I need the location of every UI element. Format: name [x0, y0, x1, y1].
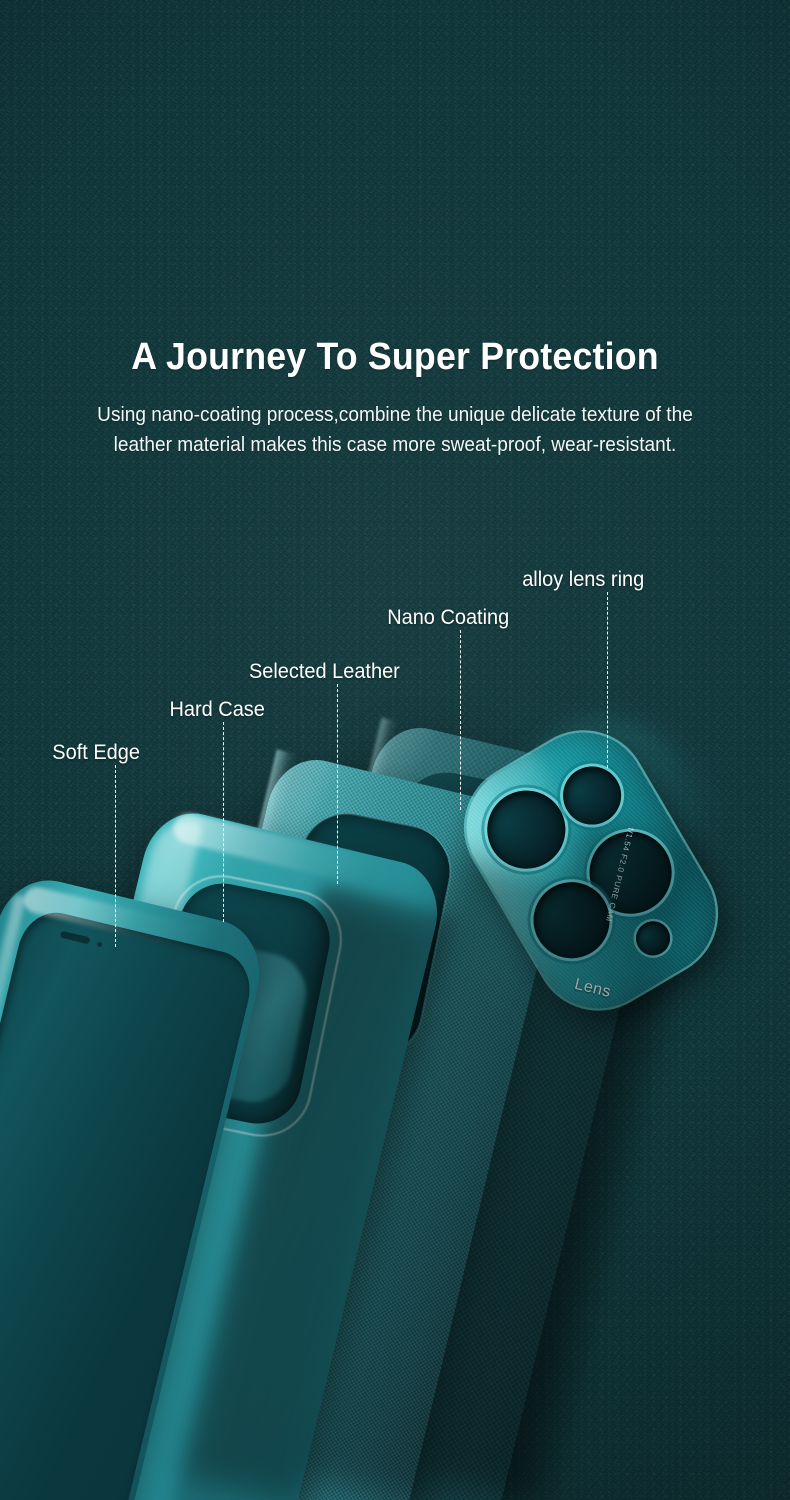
callout-label-alloy-lens-ring: alloy lens ring	[522, 568, 645, 591]
callout-label-nano-coating: Nano Coating	[387, 606, 510, 629]
subtitle-line-2: leather material makes this case more sw…	[113, 432, 677, 456]
leader-line-nano-coating	[460, 630, 461, 810]
page-subtitle: Using nano-coating process,combine the u…	[28, 400, 763, 459]
callout-label-hard-case: Hard Case	[169, 698, 265, 721]
leader-line-alloy-lens-ring	[607, 592, 608, 768]
subtitle-line-1: Using nano-coating process,combine the u…	[97, 402, 693, 426]
page-title: A Journey To Super Protection	[131, 336, 659, 378]
callout-label-soft-edge: Soft Edge	[52, 741, 140, 764]
header-block: A Journey To Super Protection Using nano…	[0, 336, 790, 459]
leader-line-hard-case	[223, 722, 224, 922]
callout-label-selected-leather: Selected Leather	[248, 660, 400, 683]
leader-line-selected-leather	[337, 684, 338, 884]
leader-line-soft-edge	[115, 765, 116, 947]
